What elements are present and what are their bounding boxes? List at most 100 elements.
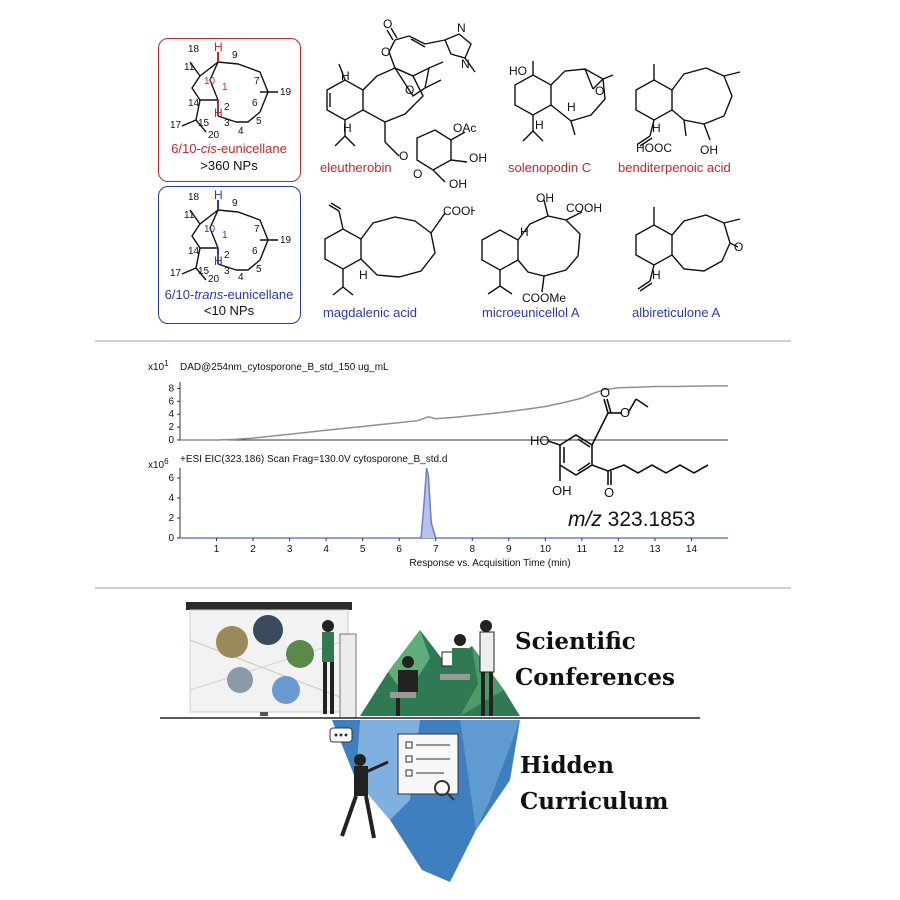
compound-name-magdalenic-acid: magdalenic acid [323, 305, 417, 320]
y-tick-label: 2 [168, 422, 174, 433]
x-tick-label: 13 [649, 544, 661, 555]
y-tick-label: 6 [168, 473, 174, 484]
x-tick-label: 3 [287, 544, 293, 555]
atom-label: 18 [188, 192, 200, 203]
h-label: H [359, 268, 368, 282]
compound-name-solenopodin-c: solenopodin C [508, 160, 592, 175]
o-label: O [399, 149, 408, 163]
h-label: H [214, 40, 223, 54]
cis-count: >360 NPs [200, 158, 258, 173]
atom-label: 18 [188, 44, 200, 55]
atom-label: 4 [238, 126, 244, 137]
compound-name-microeunicellol-a: microeunicellol A [482, 305, 580, 320]
atom-label: 7 [254, 76, 260, 87]
trans-eunicellane-box [158, 186, 301, 324]
iceberg-tip [360, 630, 520, 716]
atom-label: 17 [170, 120, 182, 131]
y-tick-label: 0 [168, 533, 174, 544]
oac-label: OAc [453, 121, 476, 135]
atom-label: 7 [254, 224, 260, 235]
oh-label: OH [469, 151, 487, 165]
cis-title: 6/10-cis-eunicellane [171, 141, 287, 156]
albireticulone-structure: O H [635, 207, 743, 292]
h-label: H [341, 69, 350, 83]
atom-label: 1 [222, 82, 228, 93]
y-tick-label: 0 [168, 435, 174, 446]
eleutherobin-structure: O O O N N H H O OAc OH OH O [326, 17, 487, 190]
hooc-label: HOOC [636, 141, 672, 155]
ho-label: HO [509, 64, 527, 78]
atom-label: 11 [184, 210, 195, 221]
compound-name-albireticulone-a: albireticulone A [632, 305, 721, 320]
walking-woman [329, 727, 389, 839]
o-label: O [600, 385, 610, 400]
trans-skeleton: 18 11 9 10 1 7 19 2 6 14 5 17 15 3 20 4 … [170, 188, 292, 284]
dad-title: DAD@254nm_cytosporone_B_std_150 ug_mL [180, 362, 389, 373]
o-label: O [381, 45, 390, 59]
atom-label: 11 [184, 62, 195, 73]
microeunicellol-structure: OH COOH H COOMe [481, 191, 602, 305]
cytosporone-b-structure: HO OH O O O [530, 385, 709, 500]
oh-label: OH [552, 483, 572, 498]
h-label: H [214, 106, 223, 120]
divider-top [95, 340, 791, 342]
cooh-label: COOH [566, 201, 602, 215]
o-label: O [734, 240, 743, 254]
atom-label: 3 [224, 118, 230, 129]
benditerpenoic-structure: HOOC OH H [635, 64, 741, 157]
h-label: H [652, 268, 661, 282]
atom-label: 17 [170, 268, 182, 279]
atom-label: 2 [224, 250, 230, 261]
atom-label: 20 [208, 274, 220, 284]
cooh-label: COOH [443, 204, 475, 218]
cis-eunicellane-box [158, 38, 301, 182]
y-tick-label: 6 [168, 396, 174, 407]
podium [339, 633, 357, 719]
o-label: O [383, 17, 392, 31]
h-label: H [343, 121, 352, 135]
atom-label: 10 [204, 224, 216, 235]
x-axis-label: Response vs. Acquisition Time (min) [409, 558, 570, 569]
y-tick-label: 4 [168, 493, 174, 504]
esi-multiplier: x106 [148, 457, 169, 471]
atom-label: 14 [188, 98, 200, 109]
h-label: H [652, 121, 661, 135]
x-tick-label: 14 [686, 544, 698, 555]
atom-label: 3 [224, 266, 230, 277]
h-label: H [535, 118, 544, 132]
atom-label: 4 [238, 272, 244, 283]
compound-name-benditerpenoic-acid: benditerpenoic acid [618, 160, 731, 175]
n-label: N [457, 21, 466, 35]
atom-label: 9 [232, 198, 238, 209]
atom-label: 19 [280, 235, 292, 246]
trans-count: <10 NPs [203, 303, 255, 318]
esi-title: +ESI EIC(323.186) Scan Frag=130.0V cytos… [180, 454, 447, 465]
o-label: O [413, 167, 422, 181]
atom-label: 9 [232, 50, 238, 61]
h-label: H [214, 188, 223, 202]
chromatogram-figure: x101 DAD@254nm_cytosporone_B_std_150 ug_… [148, 359, 728, 569]
atom-label: 6 [252, 98, 258, 109]
series-line [180, 385, 728, 441]
checklist-document [397, 733, 459, 801]
iceberg-illustration [160, 602, 700, 882]
x-tick-label: 11 [577, 544, 588, 555]
dad-multiplier: x101 [148, 359, 169, 373]
atom-label: 19 [280, 87, 292, 98]
x-tick-label: 12 [613, 544, 625, 555]
o-label: O [604, 485, 614, 500]
atom-label: 2 [224, 102, 230, 113]
coome-label: COOMe [522, 291, 566, 305]
x-tick-label: 4 [323, 544, 329, 555]
divider-bottom [95, 587, 791, 589]
x-tick-label: 6 [396, 544, 402, 555]
atom-label: 14 [188, 246, 200, 257]
oh-label: OH [700, 143, 718, 157]
x-tick-label: 10 [540, 544, 552, 555]
atom-label: 5 [256, 116, 262, 127]
atom-label: 15 [198, 118, 210, 129]
series-line [180, 467, 728, 539]
y-tick-label: 4 [168, 409, 174, 420]
